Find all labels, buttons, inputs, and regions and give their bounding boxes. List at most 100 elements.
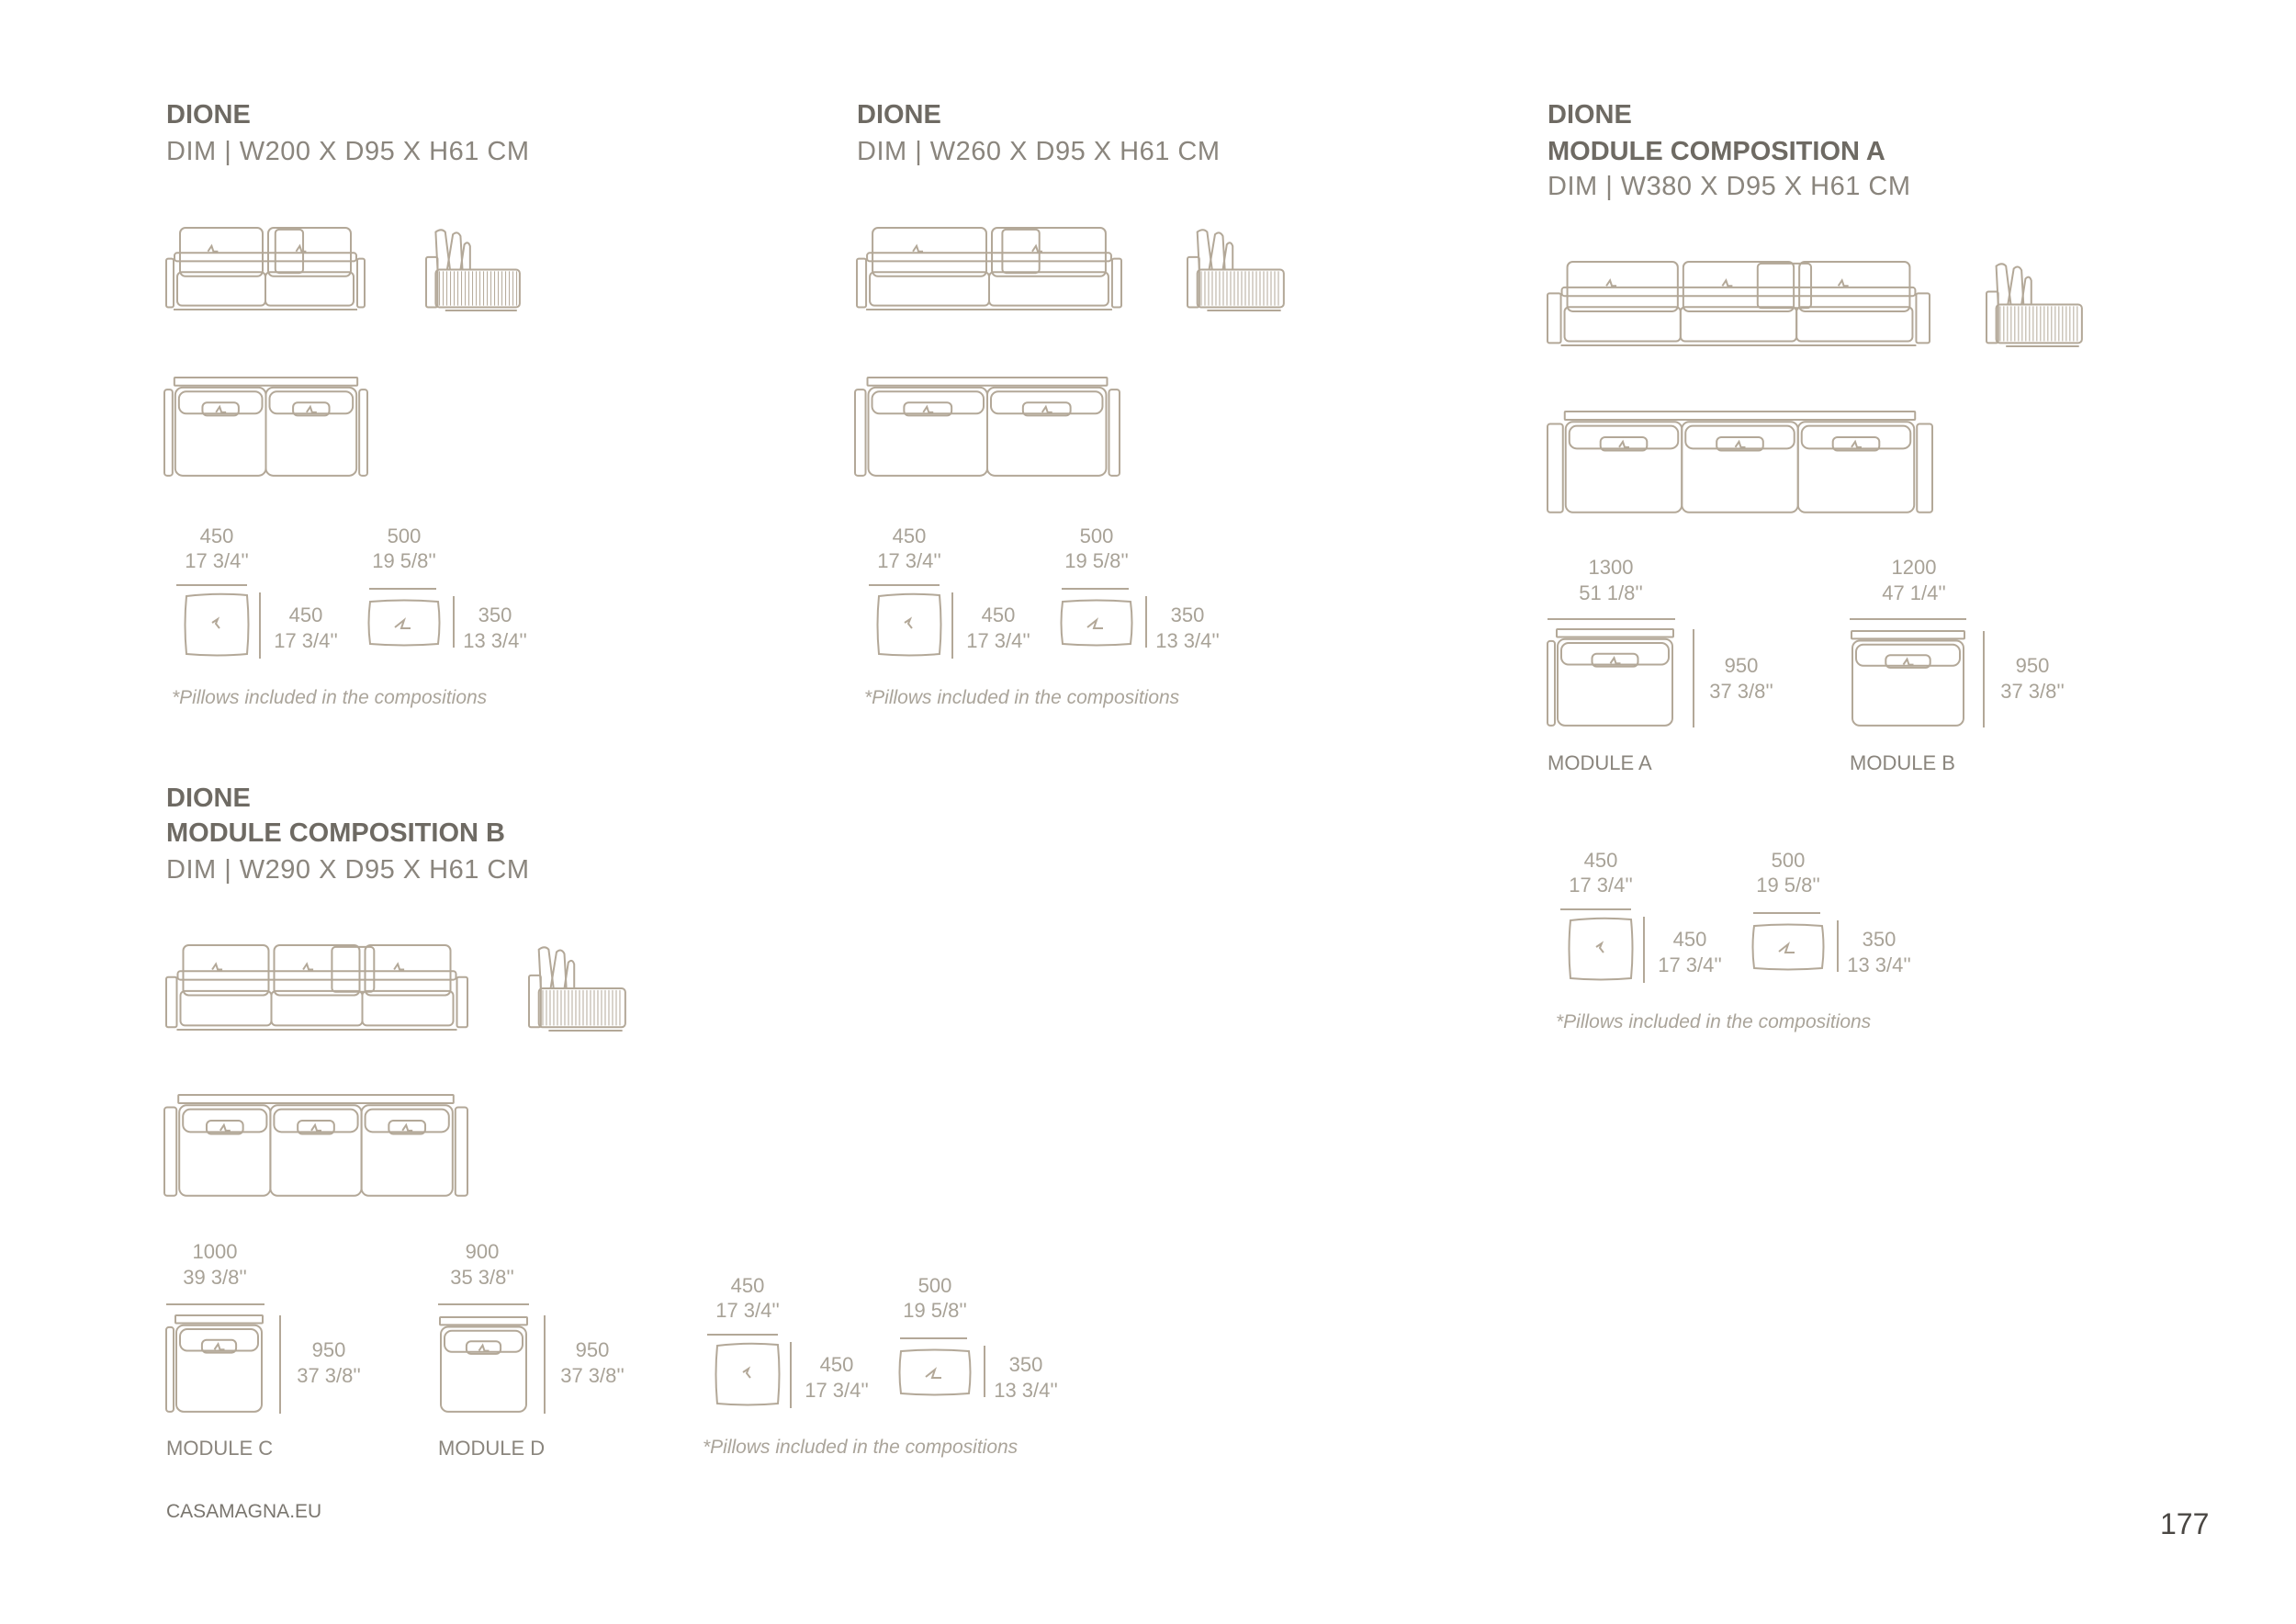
back-cushion xyxy=(1855,643,1961,667)
sofa-top-view xyxy=(854,377,1121,477)
pillow-logo xyxy=(1595,941,1604,953)
pillows-caption: *Pillows included in the compositions xyxy=(703,1437,1019,1458)
back-cushion xyxy=(268,390,355,415)
back-cushion-side xyxy=(2007,265,2025,305)
right-arm xyxy=(1915,292,1931,344)
pillow-height-mm: 350 xyxy=(478,603,512,626)
back-cushion xyxy=(267,227,352,277)
pillow-width-mm: 500 xyxy=(1079,524,1114,547)
module-depth-in: 37 3/8'' xyxy=(560,1364,625,1387)
pillow-outline xyxy=(715,1342,781,1406)
module-label: MODULE A xyxy=(1548,751,1652,774)
pillow-height-in: 13 3/4'' xyxy=(1155,629,1220,652)
pillow-logo xyxy=(478,1343,490,1352)
pillow-height-mm: 450 xyxy=(288,603,323,626)
pillow-height-mm: 450 xyxy=(981,603,1016,626)
seat-cushion xyxy=(1796,421,1916,513)
back-cushion-logo xyxy=(1605,277,1617,288)
back-rail xyxy=(173,377,359,387)
back-cushion xyxy=(990,390,1104,415)
pillow-width-in: 17 3/4'' xyxy=(877,549,941,572)
pillows-caption: *Pillows included in the compositions xyxy=(1556,1011,1872,1032)
back-cushion-logo xyxy=(211,962,223,971)
product-title: DIONE xyxy=(857,100,941,130)
pillow-logo xyxy=(310,1122,321,1132)
pillow xyxy=(388,1120,427,1135)
pillow xyxy=(1599,436,1649,452)
pillow-height-mm: 350 xyxy=(1170,603,1205,626)
throw-pillow xyxy=(1756,262,1813,310)
seat-cushion xyxy=(988,271,1109,307)
product-dimensions: DIM | W260 X D95 X H61 CM xyxy=(857,137,1221,166)
left-arm xyxy=(1547,639,1556,727)
back-cushion xyxy=(1568,424,1680,450)
back-frame xyxy=(866,252,1112,263)
pillow-width-in: 19 5/8'' xyxy=(372,549,436,572)
seat-cushion xyxy=(1557,637,1673,727)
left-arm xyxy=(165,976,178,1029)
pillow-outline xyxy=(1060,599,1133,647)
back-cushion-side xyxy=(1221,242,1234,270)
pillow-outline xyxy=(898,1348,972,1396)
sofa-side-view xyxy=(528,946,626,1032)
pillow-height-in: 13 3/4'' xyxy=(994,1379,1058,1402)
pillow-height-mm: 450 xyxy=(1672,928,1707,951)
module-c-top-view xyxy=(165,1314,264,1413)
sofa-front-view xyxy=(165,227,366,310)
seat-cushion xyxy=(1851,639,1964,727)
arm-side xyxy=(1986,290,1999,344)
pillow-logo xyxy=(1618,439,1630,448)
back-frame xyxy=(1560,286,1917,298)
rect-pillow-icon xyxy=(1751,923,1825,971)
back-rail xyxy=(1851,630,1965,640)
arm-side xyxy=(528,974,542,1029)
product-dimensions: DIM | W290 X D95 X H61 CM xyxy=(166,855,530,885)
product-dimensions: DIM | W380 X D95 X H61 CM xyxy=(1548,172,1911,201)
pillow xyxy=(205,1120,244,1135)
pillow-dimensions-group: 450 17 3/4'' 450 17 3/4'' 500 19 5/8'' 3… xyxy=(172,524,527,708)
pillow-logo xyxy=(401,1122,413,1132)
pillow-outline xyxy=(1568,917,1634,981)
seat-cushion xyxy=(986,386,1108,477)
module-depth-mm: 950 xyxy=(311,1338,346,1361)
left-arm xyxy=(1547,292,1562,344)
module-width-mm: 1300 xyxy=(1588,556,1634,579)
pillow-logo xyxy=(1851,439,1862,448)
back-frame xyxy=(174,252,357,263)
back-cushion-side xyxy=(2020,276,2032,305)
pillow xyxy=(200,1338,238,1354)
arm-side xyxy=(1187,255,1200,309)
back-cushion-side xyxy=(1995,263,2012,305)
back-cushion-logo xyxy=(302,962,314,971)
left-arm xyxy=(165,257,174,309)
module-width-mm: 1000 xyxy=(192,1240,238,1263)
module-depth-mm: 950 xyxy=(1724,654,1759,677)
seat-cushion xyxy=(1564,421,1683,513)
left-arm xyxy=(1547,423,1564,513)
pillow-height-mm: 350 xyxy=(1008,1353,1043,1376)
product-subtitle: MODULE COMPOSITION A xyxy=(1548,137,1885,166)
back-cushion xyxy=(273,1108,359,1133)
back-cushion-logo xyxy=(295,243,307,253)
square-pillow-icon xyxy=(715,1342,781,1406)
rect-pillow-icon xyxy=(898,1348,972,1396)
back-cushion xyxy=(182,1108,268,1133)
pillow xyxy=(297,1120,335,1135)
product-title: DIONE xyxy=(166,100,251,130)
module-depth-mm: 950 xyxy=(2015,654,2050,677)
seat-cushion xyxy=(264,271,355,307)
back-cushion-logo xyxy=(1721,277,1733,288)
pillow-logo xyxy=(215,404,227,413)
module-b-top-view xyxy=(1851,630,1965,727)
module-depth-in: 37 3/8'' xyxy=(297,1364,361,1387)
module-depth-in: 37 3/8'' xyxy=(1709,680,1773,703)
sofa-front-view xyxy=(1547,261,1931,346)
right-arm xyxy=(456,976,468,1029)
back-cushion xyxy=(1684,424,1795,450)
pillow-width-in: 19 5/8'' xyxy=(903,1299,967,1322)
pillow-height-in: 13 3/4'' xyxy=(1847,953,1911,976)
pillow-logo xyxy=(1041,404,1052,413)
pillow-outline xyxy=(1751,923,1825,971)
back-rail xyxy=(439,1316,528,1326)
pillow-height-in: 13 3/4'' xyxy=(463,629,527,652)
